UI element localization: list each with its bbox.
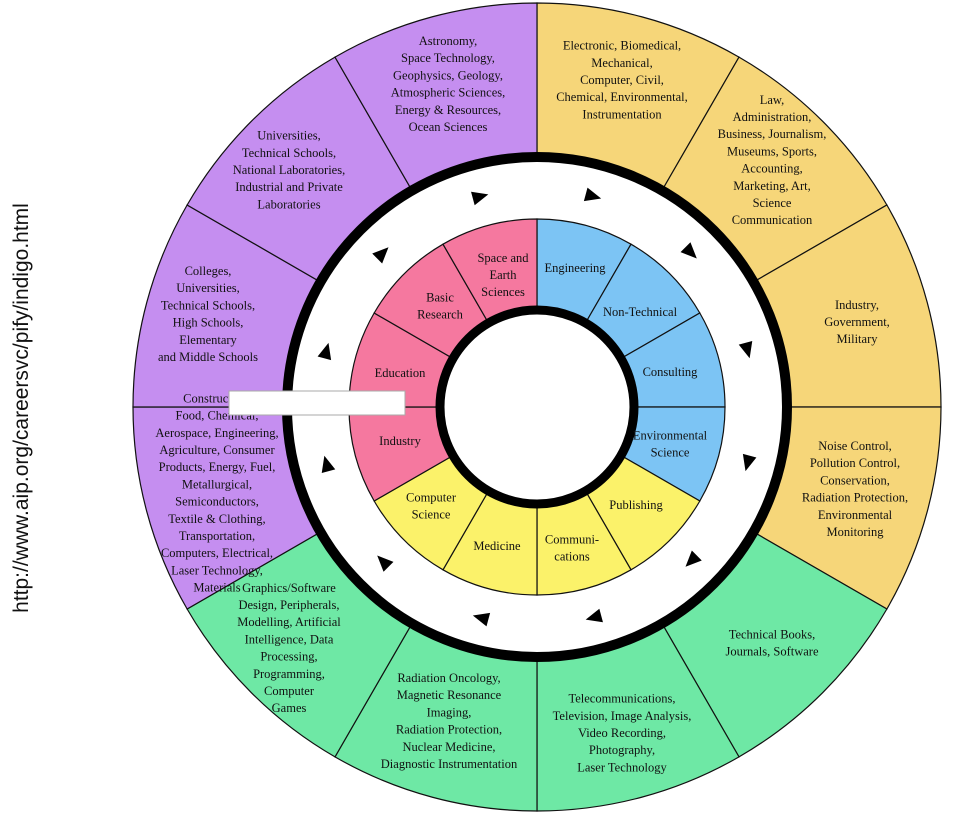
- inner-segment-label: Publishing: [609, 498, 663, 512]
- arrow-icon: [738, 341, 753, 359]
- outer-segment-label: Electronic, Biomedical,Mechanical,Comput…: [556, 39, 688, 122]
- arrow-icon: [742, 453, 757, 472]
- inner-segment-label: Communi-cations: [545, 533, 599, 564]
- arrow-icon: [321, 455, 336, 473]
- outer-segment-label: Astronomy,Space Technology,Geophysics, G…: [391, 34, 506, 134]
- inner-ring: [348, 218, 726, 596]
- arrow-icon: [471, 191, 489, 206]
- arrow-icon: [472, 612, 491, 627]
- arrow-icon: [317, 342, 332, 361]
- direction-arrows: [317, 187, 757, 627]
- arrow-icon: [685, 550, 702, 567]
- arrow-icon: [372, 247, 389, 264]
- outer-segment-label: Colleges,Universities,Technical Schools,…: [158, 264, 258, 364]
- outer-segment-label: Universities,Technical Schools,National …: [233, 129, 345, 212]
- outer-segment-label: Law,Administration,Business, Journalism,…: [718, 93, 827, 227]
- arrow-icon: [583, 187, 602, 202]
- outer-segment-label: Telecommunications,Television, Image Ana…: [553, 692, 692, 775]
- inner-segment-label: Engineering: [544, 261, 606, 275]
- label-cover-box: [228, 390, 406, 416]
- inner-segment-label: Consulting: [643, 365, 699, 379]
- core-divider-band: [435, 305, 639, 509]
- inner-segment-label: Industry: [379, 434, 421, 448]
- arrow-icon: [377, 555, 394, 572]
- arrow-icon: [680, 242, 697, 259]
- arrow-icon: [585, 608, 603, 623]
- inner-segment-label: Education: [375, 366, 426, 380]
- outer-segment-label: Industry,Government,Military: [824, 298, 890, 346]
- center-hole: [445, 315, 629, 499]
- inner-labels: EngineeringNon-TechnicalConsultingEnviro…: [375, 251, 708, 564]
- inner-segment-label: Medicine: [473, 539, 521, 553]
- inner-segment-label: Non-Technical: [603, 305, 678, 319]
- outer-segment-label: Technical Books,Journals, Software: [725, 627, 818, 658]
- outer-segment-label: Noise Control,Pollution Control,Conserva…: [802, 439, 908, 539]
- outer-labels: Electronic, Biomedical,Mechanical,Comput…: [155, 34, 908, 774]
